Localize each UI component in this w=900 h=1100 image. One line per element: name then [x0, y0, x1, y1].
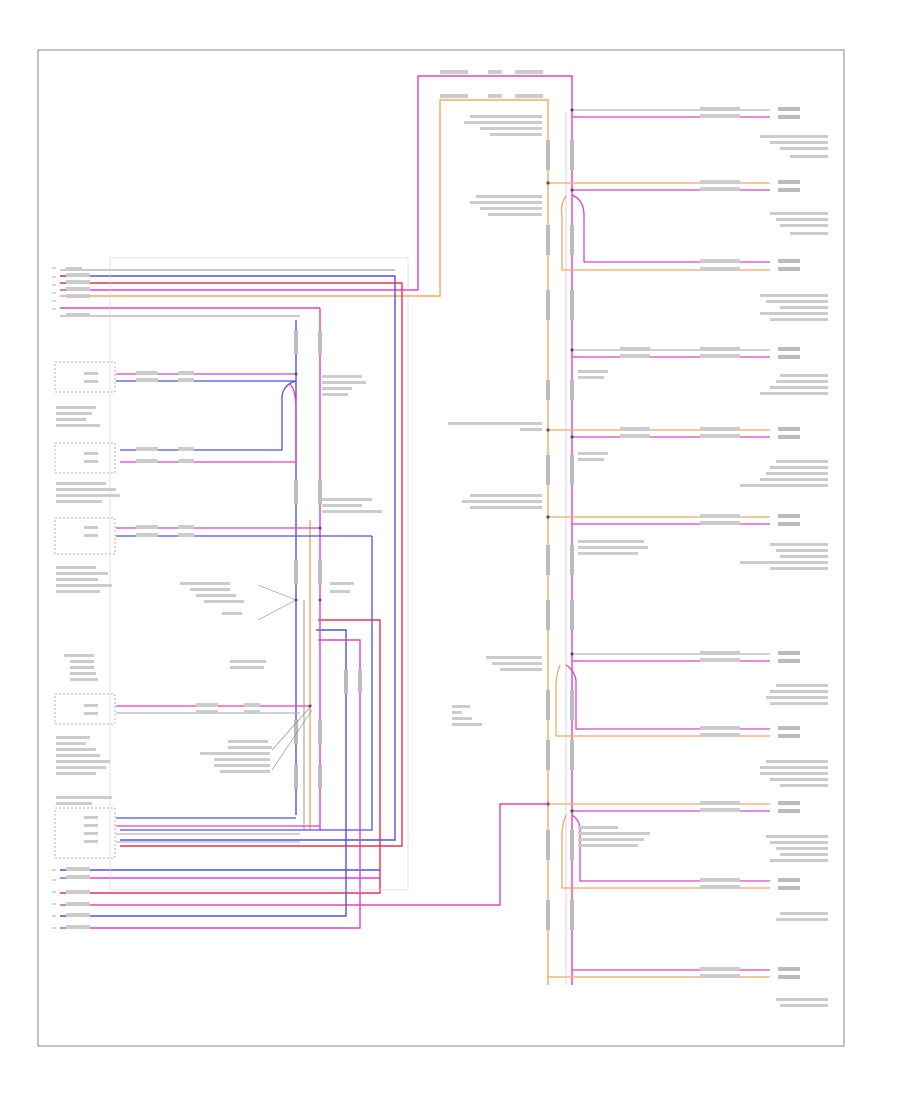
right-wire-label-blocks [620, 107, 740, 978]
right-vertical-bus [547, 112, 573, 985]
left-connector-blocks [294, 330, 362, 789]
top-loop-wires [60, 75, 573, 297]
left-harness-region [109, 257, 409, 891]
wire-orange-top-loop [60, 99, 549, 297]
left-component-descriptions [56, 406, 120, 805]
bus-center-annotations [448, 115, 650, 847]
wire-blue-outer-loop [60, 275, 396, 841]
diagram-frame [37, 49, 845, 1047]
left-center-annotations [180, 375, 382, 773]
left-harness-wires [60, 269, 548, 929]
left-splices [294, 372, 322, 708]
right-component-descriptions [740, 135, 828, 1007]
left-component-boxes [54, 361, 116, 859]
left-pin-labels [66, 267, 260, 929]
top-loop-labels [440, 70, 543, 98]
right-branch-splices [546, 108, 574, 813]
left-bracket-ticks [52, 267, 56, 929]
bus-connector-blocks [546, 140, 574, 930]
left-leader-lines [257, 584, 313, 771]
right-component-pins [778, 107, 800, 979]
wire-red-outer-loop [60, 282, 403, 847]
wire-pink-top-loop [60, 75, 573, 291]
